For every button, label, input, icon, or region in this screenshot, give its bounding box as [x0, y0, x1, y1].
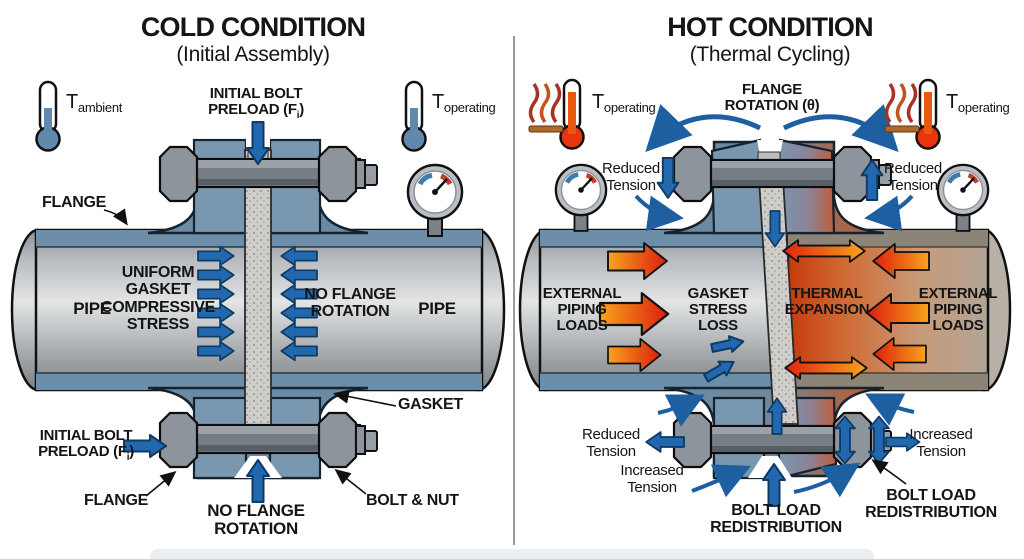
pressure-gauge-icon — [408, 165, 462, 236]
increased-tension-bottom-right-label: Increased Tension — [909, 426, 973, 461]
thermometer-hot-left-icon — [559, 78, 585, 150]
pressure-gauge-left-icon — [556, 165, 606, 231]
flange-top-label: FLANGE — [42, 194, 106, 211]
t-subscript: operating — [957, 100, 1010, 115]
t-symbol: T — [432, 91, 444, 113]
hot-panel-graphics — [518, 78, 1012, 507]
t-symbol: T — [66, 91, 78, 113]
t-operating-cold-label: Toperating — [432, 91, 496, 115]
reduced-tension-bottom-left-label: Reduced Tension — [582, 426, 640, 461]
reduced-tension-top-right-label: Reduced Tension — [884, 160, 942, 195]
heat-waves-right-icon — [883, 82, 921, 134]
uniform-gasket-stress-label: UNIFORM GASKET COMPRESSIVE STRESS — [100, 264, 216, 333]
rotation-curl-arrows-icon — [634, 194, 915, 498]
heat-waves-left-icon — [527, 82, 565, 134]
flange-rotation-arc-icon — [645, 103, 899, 152]
external-piping-loads-right-label: EXTERNAL PIPING LOADS — [918, 285, 998, 335]
bottom-bar — [150, 549, 874, 559]
hot-subtitle: (Thermal Cycling) — [689, 43, 851, 66]
gasket-label: GASKET — [398, 396, 463, 413]
bolt-load-redistribution-center-label: BOLT LOAD REDISTRIBUTION — [710, 502, 842, 537]
increased-tension-bottom-left-label: Increased Tension — [620, 462, 684, 497]
t-operating-hot-left-label: Toperating — [592, 91, 656, 115]
bolt-load-redistribution-right-label: BOLT LOAD REDISTRIBUTION — [865, 487, 997, 522]
pressure-gauge-right-icon — [938, 165, 988, 231]
gasket-cold — [244, 149, 272, 427]
thermometer-hot-right-icon — [915, 78, 941, 150]
bottom-bolt-cold — [158, 411, 378, 469]
reduced-tension-top-left-label: Reduced Tension — [602, 160, 660, 195]
hot-title: HOT CONDITION — [667, 12, 873, 42]
t-operating-hot-right-label: Toperating — [946, 91, 1010, 115]
thermal-expansion-label: THERMAL EXPANSION — [784, 285, 870, 319]
pipe-left-label: PIPE — [73, 299, 111, 318]
external-piping-loads-left-label: EXTERNAL PIPING LOADS — [542, 285, 622, 335]
t-ambient-label: Tambient — [66, 91, 123, 115]
flange-bottom-label: FLANGE — [84, 492, 148, 509]
t-subscript: operating — [443, 100, 496, 115]
cold-panel-graphics — [10, 80, 506, 503]
top-bolt-cold — [158, 145, 378, 203]
flange-rotation-label: FLANGE ROTATION (θ) — [724, 81, 820, 115]
no-flange-rotation-mid-label: NO FLANGE ROTATION — [304, 286, 396, 321]
leader-lines-hot — [871, 459, 907, 485]
cold-title: COLD CONDITION — [140, 12, 366, 42]
pipe-right-label: PIPE — [418, 299, 456, 318]
t-subscript: operating — [603, 100, 656, 115]
gasket-stress-loss-label: GASKET STRESS LOSS — [687, 285, 749, 335]
bolt-nut-label: BOLT & NUT — [366, 492, 459, 509]
leader-lines-cold — [103, 208, 397, 497]
t-symbol: T — [946, 91, 958, 113]
no-flange-rotation-bottom-label: NO FLANGE ROTATION — [207, 501, 305, 539]
cold-subtitle: (Initial Assembly) — [176, 43, 330, 66]
t-symbol: T — [592, 91, 604, 113]
thermometer-ambient-icon — [35, 80, 61, 152]
t-subscript: ambient — [77, 100, 123, 115]
thermometer-operating-cold-icon — [401, 80, 427, 152]
